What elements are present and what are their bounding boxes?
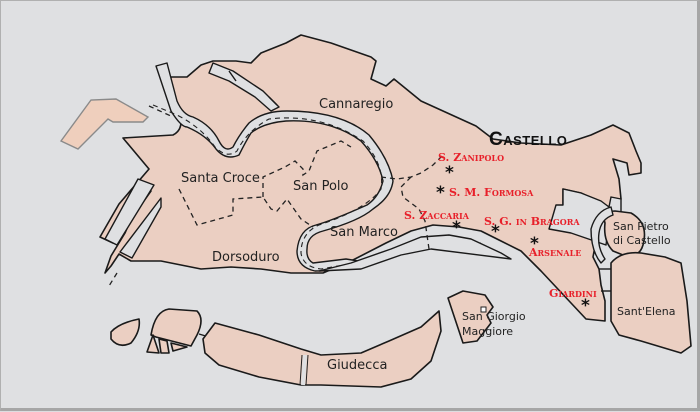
poi-s-zanipolo[interactable]: S. Zanipolo xyxy=(438,151,505,164)
label-san-giorgio-1: San Giorgio xyxy=(462,310,526,323)
poi-marker-icon: * xyxy=(530,234,539,254)
grand-canal-route xyxy=(152,104,482,270)
poi-marker-icon: * xyxy=(491,222,500,242)
railway-channel xyxy=(104,178,155,246)
district-boundary xyxy=(178,188,314,228)
small-island-b xyxy=(158,338,170,354)
label-sant-elena: Sant'Elena xyxy=(617,305,676,318)
sacca-fisola xyxy=(150,308,202,347)
bridge xyxy=(228,70,237,82)
bridge xyxy=(268,96,278,106)
small-island-west xyxy=(110,318,141,347)
label-dorsoduro: Dorsoduro xyxy=(212,250,280,265)
label-san-marco: San Marco xyxy=(330,225,398,240)
poi-s-g-in-bragora[interactable]: S. G. in Bragora xyxy=(484,215,580,228)
district-boundary xyxy=(108,272,118,287)
label-santa-croce: Santa Croce xyxy=(181,171,260,186)
poi-marker-icon: * xyxy=(581,296,590,316)
poi-s-m-formosa[interactable]: S. M. Formosa xyxy=(449,186,534,199)
giudecca-island xyxy=(202,310,442,388)
poi-s-zaccaria[interactable]: S. Zaccaria xyxy=(404,209,469,222)
small-island-a xyxy=(146,334,160,354)
giudecca-canal-cut xyxy=(301,354,307,386)
tronchetto-island xyxy=(59,98,150,150)
san-marco-basin xyxy=(318,234,512,272)
poi-marker-icon: * xyxy=(452,218,461,238)
district-boundary xyxy=(400,176,430,250)
san-pietro-canal xyxy=(590,206,614,264)
sant-elena-island xyxy=(610,251,692,354)
label-san-pietro-2: di Castello xyxy=(613,234,671,247)
poi-marker-icon: * xyxy=(445,163,454,183)
district-boundary xyxy=(380,154,444,180)
cannaregio-canal xyxy=(208,62,280,112)
marittima-channel xyxy=(119,197,162,259)
san-giorgio-marker xyxy=(480,306,487,313)
label-san-giorgio-2: Maggiore xyxy=(462,325,514,338)
label-san-polo: San Polo xyxy=(293,179,349,194)
san-giorgio-island xyxy=(447,290,494,344)
district-boundary xyxy=(148,105,174,118)
label-san-pietro-1: San Pietro xyxy=(613,220,669,233)
poi-giardini[interactable]: Giardini xyxy=(549,287,597,300)
small-island-c xyxy=(170,342,188,352)
label-castello: Castello xyxy=(489,129,568,150)
poi-arsenale[interactable]: Arsenale xyxy=(529,246,582,259)
label-giudecca: Giudecca xyxy=(327,358,388,373)
label-cannaregio: Cannaregio xyxy=(319,97,394,112)
poi-marker-icon: * xyxy=(436,183,445,203)
